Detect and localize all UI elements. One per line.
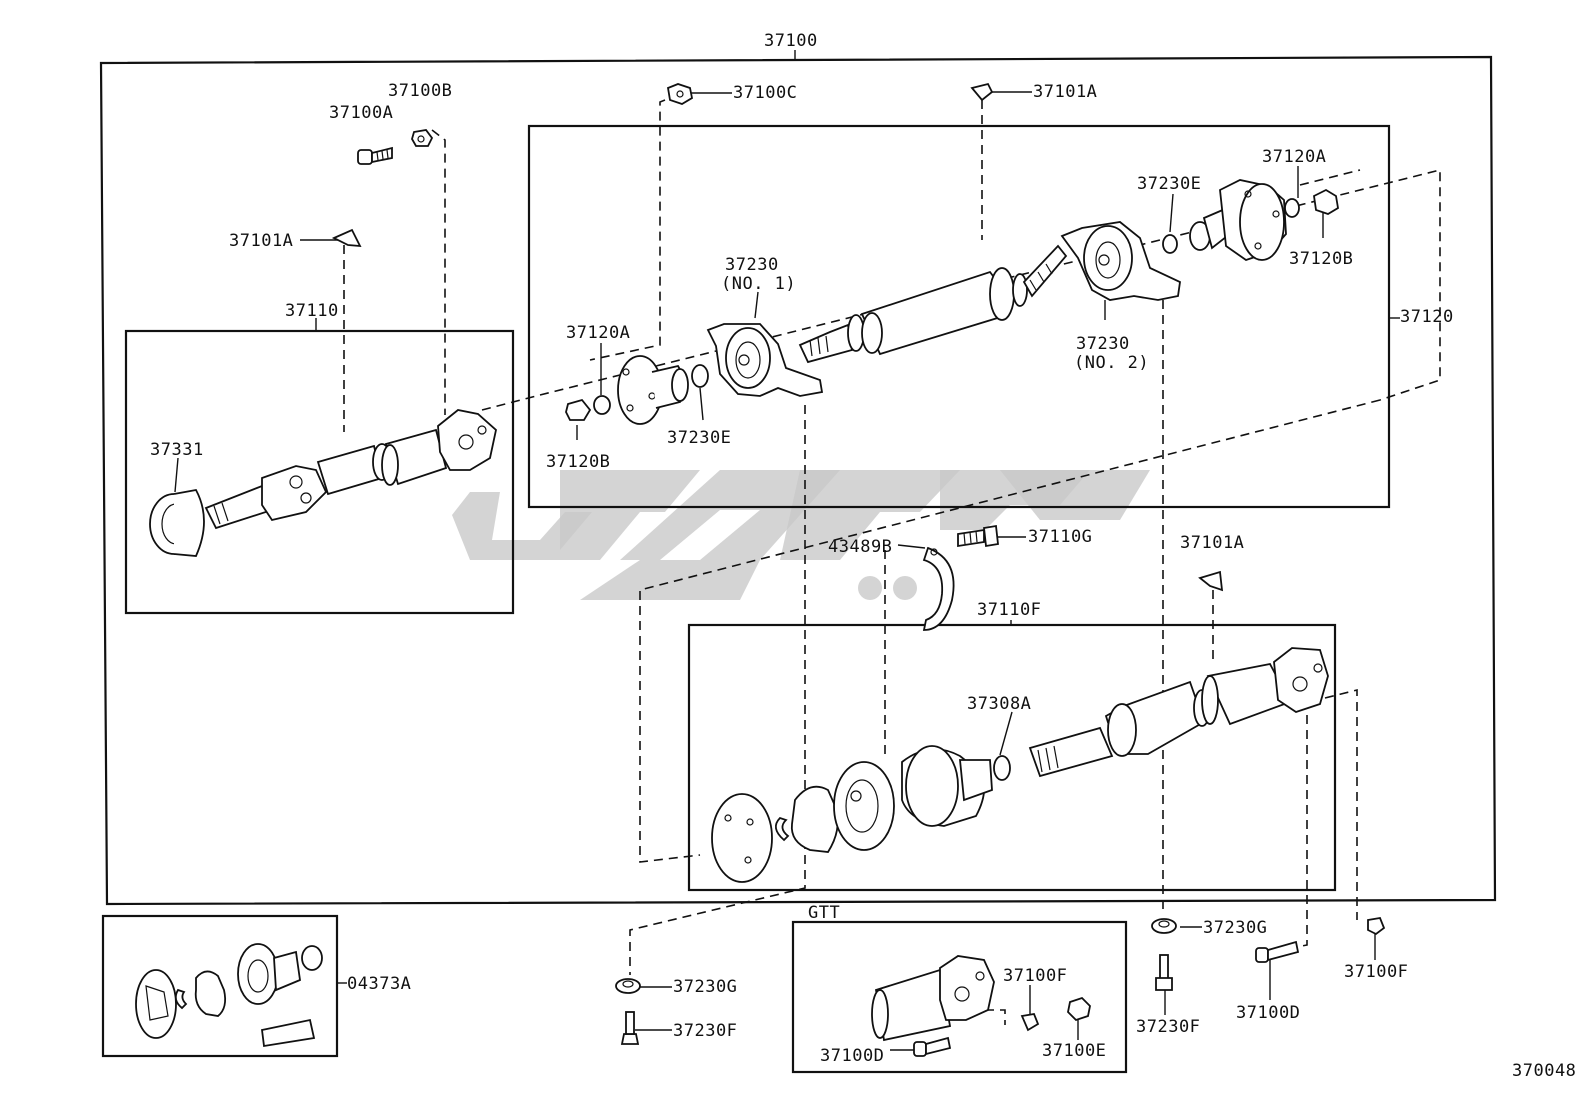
label-gtt-37100d: 37100D — [820, 1046, 884, 1066]
bolt-37100a-drawing — [357, 146, 393, 165]
nut-37100b-drawing — [411, 129, 434, 147]
rear-shaft-frame — [687, 623, 1337, 892]
bolt-37110g-drawing — [957, 524, 999, 548]
label-37110: 37110 — [285, 301, 339, 321]
label-37101a-left: 37101A — [229, 231, 293, 251]
label-37120a-left: 37120A — [566, 323, 630, 343]
label-37331: 37331 — [150, 440, 204, 460]
label-37230-no1-sub: (NO. 1) — [721, 274, 796, 294]
label-37120b-right: 37120B — [1289, 249, 1353, 269]
label-37100c: 37100C — [733, 83, 797, 103]
front-shaft-frame — [124, 329, 515, 615]
washer-37230g-right-drawing — [1151, 918, 1177, 934]
clip-37101a-top-drawing — [970, 82, 994, 102]
clip-37101a-left-drawing — [331, 228, 362, 248]
label-37230-no2-sub: (NO. 2) — [1074, 353, 1149, 373]
washer-37230g-left-drawing — [615, 978, 641, 994]
watermark-logo — [452, 470, 1150, 600]
drawing-number: 370048 — [1512, 1061, 1576, 1081]
label-43489b: 43489B — [828, 537, 892, 557]
label-37230e-left: 37230E — [667, 428, 731, 448]
nut-37100f-right-drawing — [1367, 916, 1386, 936]
bolt-37230f-left-drawing — [620, 1011, 640, 1045]
label-37100a: 37100A — [329, 103, 393, 123]
label-37101a-top: 37101A — [1033, 82, 1097, 102]
label-gtt: GTT — [808, 903, 840, 923]
ring-43489b-drawing — [922, 546, 955, 631]
bolt-37100d-right-drawing — [1255, 940, 1300, 963]
label-37230-no2: 37230 — [1076, 334, 1130, 354]
main-assembly-frame — [99, 55, 1497, 906]
label-04373a: 04373A — [347, 974, 411, 994]
front-shaft-37110-drawing — [149, 409, 497, 557]
label-37101a-right: 37101A — [1180, 533, 1244, 553]
label-37100b: 37100B — [388, 81, 452, 101]
gtt-joint-drawing — [871, 955, 1091, 1057]
leader-lines — [174, 50, 1400, 1051]
assembly-guide-lines — [343, 99, 1441, 1025]
label-37230g-right: 37230G — [1203, 918, 1267, 938]
rear-shaft-37110f-drawing — [711, 647, 1329, 883]
center-shaft-37120-drawing — [565, 179, 1339, 425]
label-37100d-right: 37100D — [1236, 1003, 1300, 1023]
label-37100f-right: 37100F — [1344, 962, 1408, 982]
nut-37100c-drawing — [666, 83, 694, 105]
label-37230e-right: 37230E — [1137, 174, 1201, 194]
gtt-frame — [791, 920, 1128, 1074]
label-37230g-left: 37230G — [673, 977, 737, 997]
repair-kit-04373a-drawing — [135, 943, 323, 1048]
label-37230f-right: 37230F — [1136, 1017, 1200, 1037]
part-number-labels: 37100 37100A 37100B 37100C 37101A 37101A… — [150, 31, 1576, 1081]
label-37110f: 37110F — [977, 600, 1041, 620]
label-37110g: 37110G — [1028, 527, 1092, 547]
label-37100: 37100 — [764, 31, 818, 51]
label-gtt-37100f: 37100F — [1003, 966, 1067, 986]
label-37120b-left: 37120B — [546, 452, 610, 472]
label-37120: 37120 — [1400, 307, 1454, 327]
label-37230f-left: 37230F — [673, 1021, 737, 1041]
repair-kit-frame — [101, 914, 339, 1058]
bolt-37230f-right-drawing — [1155, 954, 1173, 991]
label-gtt-37100e: 37100E — [1042, 1041, 1106, 1061]
label-37308a: 37308A — [967, 694, 1031, 714]
label-37230-no1: 37230 — [725, 255, 779, 275]
center-shaft-frame — [527, 124, 1391, 509]
clip-37101a-right-drawing — [1198, 570, 1224, 592]
label-37120a-right: 37120A — [1262, 147, 1326, 167]
